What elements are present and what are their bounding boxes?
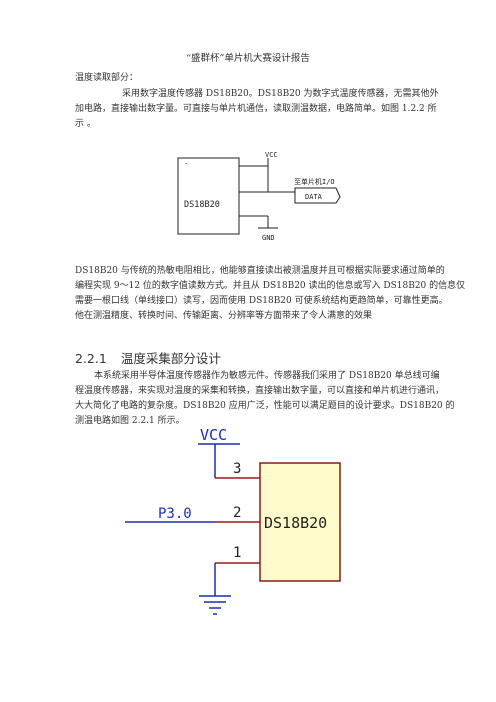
gnd-label: GND	[262, 234, 275, 242]
paragraph-3-line: 程温度传感器，来实现对温度的采集和转换，直接输出数字量，可以直接和单片机进行通讯…	[75, 386, 445, 396]
paragraph-2-line: 需要一根口线（单线接口）读写，因而使用 DS18B20 可使系统结构更趋简单，可…	[75, 296, 448, 306]
figure-1-schematic: . DS18B20 VCC DATA 至单片机I/O GND	[177, 151, 341, 242]
data-port-label: DATA	[305, 193, 323, 201]
paragraph-3-line: 本系统采用半导体温度传感器作为敏感元件。传感器我们采用了 DS18B20 单总线…	[94, 371, 440, 381]
paragraph-1-line: 示 。	[75, 119, 96, 129]
paragraph-3-line: 测温电路如图 2.2.1 所示。	[75, 416, 185, 426]
chip-box	[259, 462, 341, 582]
mcu-io-label: 至单片机I/O	[294, 177, 335, 186]
pin1-label: 1	[233, 545, 241, 561]
paragraph-2-line: DS18B20 与传统的热敏电阻相比，他能够直接读出被测温度并且可根据实际要求通…	[75, 266, 445, 276]
paragraph-2-line: 他在测温精度、转换时间、传输距离、分辨率等方面带来了令人满意的效果	[75, 311, 373, 321]
paragraph-3-line: 大大简化了电路的复杂度。DS18B20 应用广泛，性能可以满足题目的设计要求。D…	[75, 401, 455, 411]
paragraph-3: 本系统采用半导体温度传感器作为敏感元件。传感器我们采用了 DS18B20 单总线…	[75, 369, 455, 429]
chip-label: DS18B20	[184, 200, 220, 210]
vcc-label: VCC	[200, 426, 227, 444]
chip-label: DS18B20	[264, 514, 327, 532]
pin2-label: 2	[233, 505, 241, 521]
port-label: P3.0	[158, 506, 192, 522]
document-header: “盛群杯”单片机大赛设计报告	[186, 53, 310, 64]
section-intro-label: 温度读取部分：	[75, 73, 139, 83]
paragraph-1-line: 加电路，直接输出数字量。可直接与单片机通信，读取测温数据，电路简单。如图 1.2…	[75, 104, 437, 114]
paragraph-1-line: 采用数字温度传感器 DS18B20。DS18B20 为数字式温度传感器，无需其他…	[122, 89, 439, 99]
paragraph-1: 采用数字温度传感器 DS18B20。DS18B20 为数字式温度传感器，无需其他…	[75, 87, 439, 132]
vcc-label: VCC	[265, 151, 278, 159]
chip-dot: .	[184, 158, 188, 166]
paragraph-2: DS18B20 与传统的热敏电阻相比，他能够直接读出被测温度并且可根据实际要求通…	[75, 264, 466, 324]
data-port-shape	[294, 187, 341, 204]
figure-2-circuit: VCC 3 DS18B20 P3.0 2 1	[125, 426, 341, 615]
section-number: 2.2.1	[75, 351, 107, 366]
section-title: 温度采集部分设计	[120, 351, 221, 366]
pin3-label: 3	[233, 461, 241, 477]
section-heading: 2.2.1 温度采集部分设计	[75, 348, 221, 367]
paragraph-2-line: 编程实现 9～12 位的数字值读数方式。并且从 DS18B20 读出的信息或写入…	[75, 281, 466, 291]
chip-box	[177, 157, 240, 235]
